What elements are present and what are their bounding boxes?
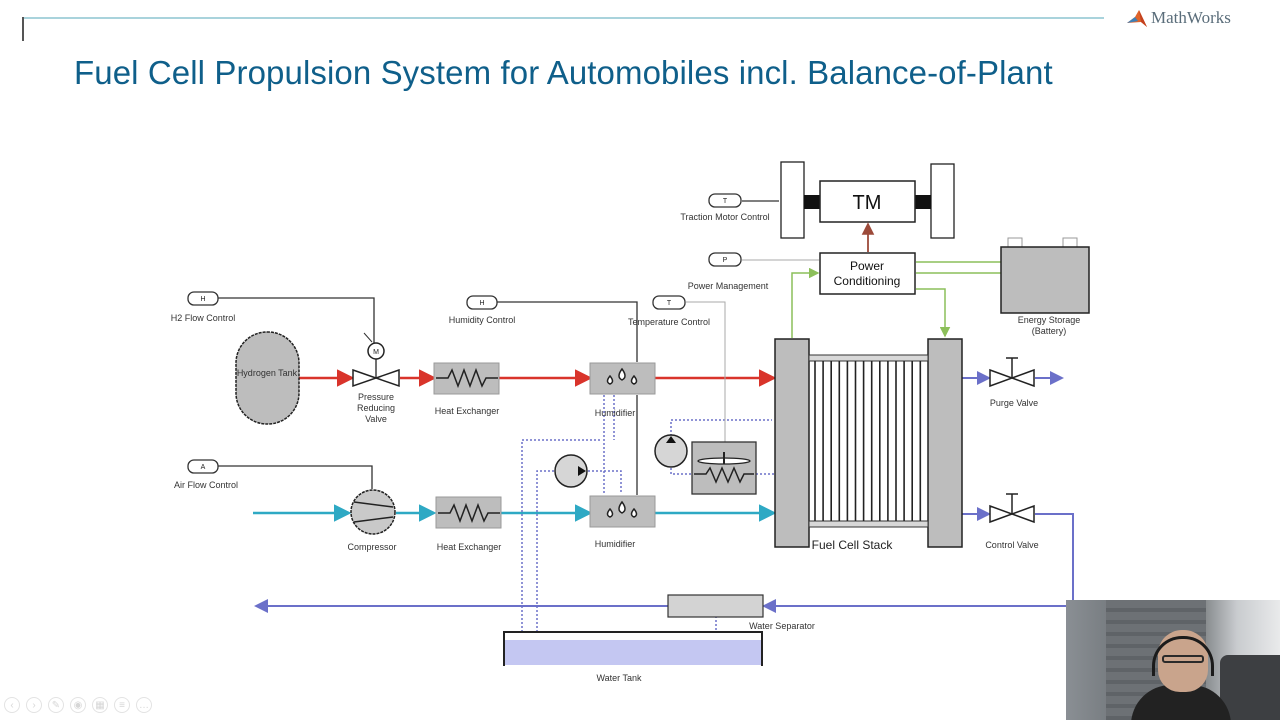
- menu-icon[interactable]: ≡: [114, 697, 130, 713]
- humidity-control-label: Humidity Control: [449, 315, 516, 325]
- mathworks-logo: MathWorks: [1126, 8, 1231, 28]
- svg-text:Pressure: Pressure: [358, 392, 394, 402]
- svg-text:T: T: [723, 198, 728, 205]
- svg-text:Control Valve: Control Valve: [985, 540, 1038, 550]
- fuel-cell-stack: Fuel Cell Stack: [774, 338, 963, 552]
- purge-valve: Purge Valve: [989, 357, 1038, 408]
- water-separator: Water Separator: [667, 594, 815, 631]
- hydrogen-tank: Hydrogen Tank: [235, 331, 300, 425]
- humidity-control-port: H Humidity Control: [449, 295, 516, 325]
- heat-exchanger-icon: [436, 367, 498, 389]
- more-icon[interactable]: …: [136, 697, 152, 713]
- svg-text:Purge Valve: Purge Valve: [990, 398, 1038, 408]
- svg-text:Water Tank: Water Tank: [596, 673, 642, 683]
- stack-plates: [814, 361, 922, 521]
- electrical-lines: [791, 261, 1002, 338]
- control-valve: Control Valve: [985, 493, 1039, 550]
- power-management-label: Power Management: [688, 281, 769, 291]
- svg-text:H: H: [479, 300, 484, 307]
- svg-text:Compressor: Compressor: [347, 542, 396, 552]
- presenter-webcam: [1066, 600, 1280, 720]
- air-flow-control-label: Air Flow Control: [174, 480, 238, 490]
- wheel-right: [930, 163, 955, 239]
- humidifier-air: Humidifier: [589, 495, 656, 549]
- svg-text:Water Separator: Water Separator: [749, 621, 815, 631]
- coolant-pump: [654, 434, 688, 468]
- svg-text:(Battery): (Battery): [1032, 326, 1067, 336]
- slides-icon[interactable]: ▦: [92, 697, 108, 713]
- heat-exchanger-hydrogen: Heat Exchanger: [433, 362, 500, 416]
- coolant-loop-lines: [521, 395, 776, 632]
- logo-text: MathWorks: [1151, 8, 1231, 27]
- humidifier-hydrogen: Humidifier: [589, 362, 656, 418]
- svg-text:Conditioning: Conditioning: [834, 274, 901, 288]
- slide-title: Fuel Cell Propulsion System for Automobi…: [74, 54, 1053, 91]
- temperature-control-label: Temperature Control: [628, 317, 710, 327]
- svg-text:TM: TM: [853, 192, 882, 214]
- hydrogen-tank-label: Hydrogen Tank: [237, 368, 298, 378]
- svg-text:Power: Power: [850, 259, 884, 273]
- wheel-left: [780, 161, 805, 239]
- svg-text:P: P: [723, 257, 728, 264]
- matlab-membrane-icon: [1127, 10, 1147, 27]
- svg-text:Energy Storage: Energy Storage: [1018, 315, 1081, 325]
- heat-exchanger-air: Heat Exchanger: [435, 496, 502, 552]
- svg-text:A: A: [201, 464, 206, 471]
- svg-text:Heat Exchanger: Heat Exchanger: [437, 542, 502, 552]
- traction-motor-control-label: Traction Motor Control: [680, 212, 769, 222]
- heat-exchanger-icon: [438, 502, 500, 524]
- header-rule-tick: [22, 17, 24, 41]
- radiator: [691, 441, 757, 495]
- traction-motor: TM: [780, 161, 955, 252]
- forward-icon[interactable]: ›: [26, 697, 42, 713]
- air-flow-control-port: A Air Flow Control: [174, 459, 238, 490]
- svg-text:Heat Exchanger: Heat Exchanger: [435, 406, 500, 416]
- svg-text:Humidifier: Humidifier: [595, 408, 636, 418]
- h2-flow-control-label: H2 Flow Control: [171, 313, 236, 323]
- water-drops-icon: [606, 367, 638, 385]
- traction-motor-control-port: T Traction Motor Control: [680, 193, 770, 222]
- h2-flow-control-port: H H2 Flow Control: [171, 291, 236, 323]
- water-drops-icon: [606, 500, 638, 518]
- water-tank: Water Tank: [503, 631, 763, 683]
- temperature-control-port: T Temperature Control: [628, 295, 710, 327]
- signal-lines-gray: [686, 259, 819, 442]
- power-conditioning: Power Conditioning: [819, 252, 916, 295]
- svg-text:T: T: [667, 300, 672, 307]
- control-signal-lines: [218, 200, 779, 495]
- header-rule: [22, 17, 1104, 19]
- back-icon[interactable]: ‹: [4, 697, 20, 713]
- water-pump: [554, 454, 588, 488]
- power-management-port: P Power Management: [688, 252, 769, 291]
- laser-icon[interactable]: ◉: [70, 697, 86, 713]
- svg-text:Humidifier: Humidifier: [595, 539, 636, 549]
- svg-text:M: M: [373, 349, 379, 356]
- energy-storage-battery: Energy Storage (Battery): [1000, 237, 1090, 336]
- fuel-cell-stack-label: Fuel Cell Stack: [812, 538, 894, 552]
- svg-text:Reducing: Reducing: [357, 403, 395, 413]
- presenter-toolbar: ‹ › ✎ ◉ ▦ ≡ …: [4, 697, 152, 713]
- compressor: Compressor: [347, 489, 397, 552]
- pressure-reducing-valve: M Pressure Reducing Valve: [352, 332, 400, 424]
- svg-text:H: H: [200, 296, 205, 303]
- svg-text:Valve: Valve: [365, 414, 387, 424]
- valve-motor-icon: [367, 342, 385, 360]
- headset-icon: [1152, 636, 1214, 676]
- pen-icon[interactable]: ✎: [48, 697, 64, 713]
